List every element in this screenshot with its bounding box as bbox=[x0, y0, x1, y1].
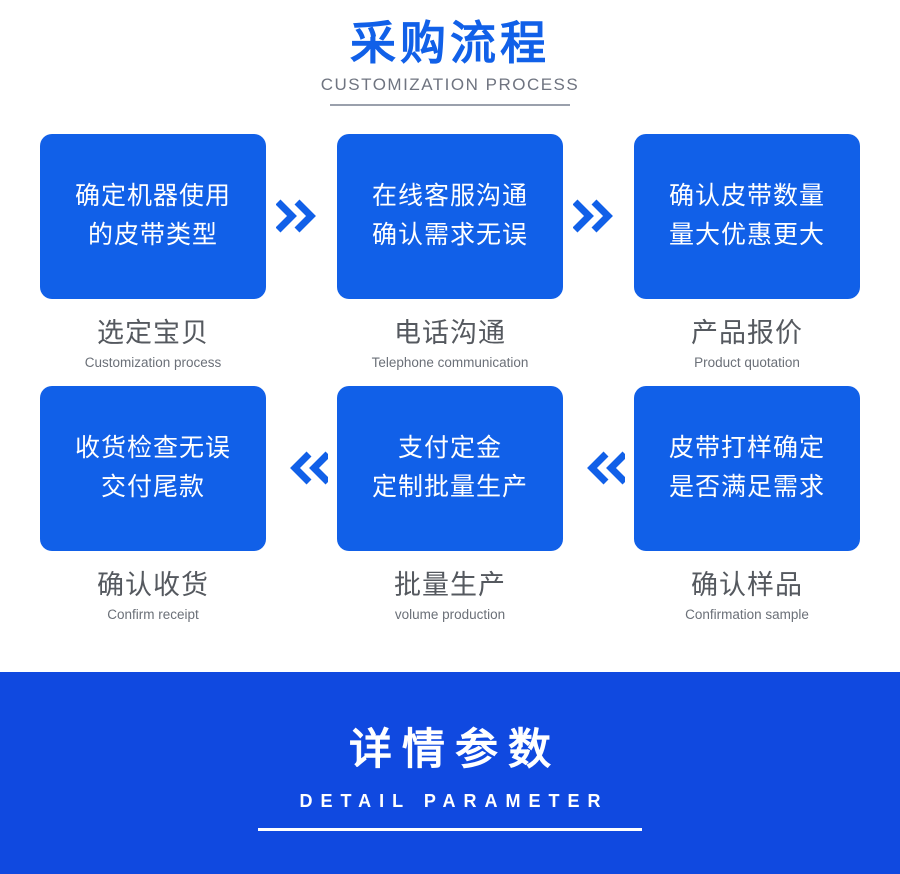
page-title: 采购流程 bbox=[350, 17, 550, 69]
process-step-5-line1: 支付定金 bbox=[397, 434, 502, 463]
process-step-2-caption-en: Telephone communication bbox=[371, 354, 529, 370]
process-flow: 确定机器使用 的皮带类型 选定宝贝 Customization process … bbox=[0, 133, 900, 622]
process-step-6-line2: 交付尾款 bbox=[100, 473, 205, 502]
process-step-1: 确定机器使用 的皮带类型 选定宝贝 Customization process bbox=[40, 133, 266, 370]
process-step-4-line1: 皮带打样确定 bbox=[668, 434, 825, 463]
process-step-3-caption-cn: 产品报价 bbox=[691, 317, 803, 348]
process-step-4-caption-en: Confirmation sample bbox=[685, 606, 809, 622]
process-step-3: 确认皮带数量 量大优惠更大 产品报价 Product quotation bbox=[634, 133, 860, 370]
header-divider bbox=[330, 103, 570, 106]
page-subtitle: CUSTOMIZATION PROCESS bbox=[320, 74, 580, 94]
process-step-3-caption-en: Product quotation bbox=[694, 354, 800, 370]
process-step-1-line1: 确定机器使用 bbox=[74, 182, 231, 211]
process-step-3-line1: 确认皮带数量 bbox=[668, 182, 825, 211]
process-step-2: 在线客服沟通 确认需求无误 电话沟通 Telephone communicati… bbox=[337, 133, 563, 370]
arrow-left-icon-2 bbox=[570, 386, 628, 551]
process-step-4-caption-cn: 确认样品 bbox=[691, 569, 803, 600]
banner-divider bbox=[258, 828, 642, 831]
process-step-5-line2: 定制批量生产 bbox=[371, 473, 528, 502]
process-step-1-caption-cn: 选定宝贝 bbox=[97, 317, 209, 348]
process-row-1: 确定机器使用 的皮带类型 选定宝贝 Customization process … bbox=[40, 133, 860, 370]
process-step-6: 收货检查无误 交付尾款 确认收货 Confirm receipt bbox=[40, 385, 266, 622]
process-step-4-line2: 是否满足需求 bbox=[668, 473, 825, 502]
banner-subtitle: DETAIL PARAMETER bbox=[299, 791, 609, 811]
process-step-5-box: 支付定金 定制批量生产 bbox=[337, 385, 563, 551]
arrow-left-icon-1 bbox=[273, 386, 331, 551]
process-step-3-box: 确认皮带数量 量大优惠更大 bbox=[634, 133, 860, 299]
process-step-3-line2: 量大优惠更大 bbox=[668, 221, 825, 250]
banner-title: 详情参数 bbox=[349, 726, 561, 774]
process-step-1-line2: 的皮带类型 bbox=[87, 221, 218, 250]
process-step-1-caption-en: Customization process bbox=[84, 354, 222, 370]
process-step-2-line2: 确认需求无误 bbox=[371, 221, 528, 250]
process-step-6-line1: 收货检查无误 bbox=[74, 434, 231, 463]
arrow-right-icon-2 bbox=[570, 134, 628, 299]
detail-parameter-banner: 详情参数 DETAIL PARAMETER bbox=[0, 672, 900, 874]
process-step-2-caption-cn: 电话沟通 bbox=[394, 317, 506, 348]
process-step-2-line1: 在线客服沟通 bbox=[371, 182, 528, 211]
process-step-5-caption-en: volume production bbox=[394, 606, 506, 622]
process-step-5: 支付定金 定制批量生产 批量生产 volume production bbox=[337, 385, 563, 622]
process-step-4: 皮带打样确定 是否满足需求 确认样品 Confirmation sample bbox=[634, 385, 860, 622]
process-step-1-box: 确定机器使用 的皮带类型 bbox=[40, 133, 266, 299]
process-step-6-box: 收货检查无误 交付尾款 bbox=[40, 385, 266, 551]
process-step-6-caption-cn: 确认收货 bbox=[97, 569, 209, 600]
header: 采购流程 CUSTOMIZATION PROCESS bbox=[0, 0, 900, 106]
process-step-2-box: 在线客服沟通 确认需求无误 bbox=[337, 133, 563, 299]
process-row-2: 收货检查无误 交付尾款 确认收货 Confirm receipt 支付定金 定制… bbox=[40, 385, 860, 622]
process-step-6-caption-en: Confirm receipt bbox=[107, 606, 199, 622]
process-step-5-caption-cn: 批量生产 bbox=[394, 569, 506, 600]
arrow-right-icon-1 bbox=[273, 134, 331, 299]
process-step-4-box: 皮带打样确定 是否满足需求 bbox=[634, 385, 860, 551]
